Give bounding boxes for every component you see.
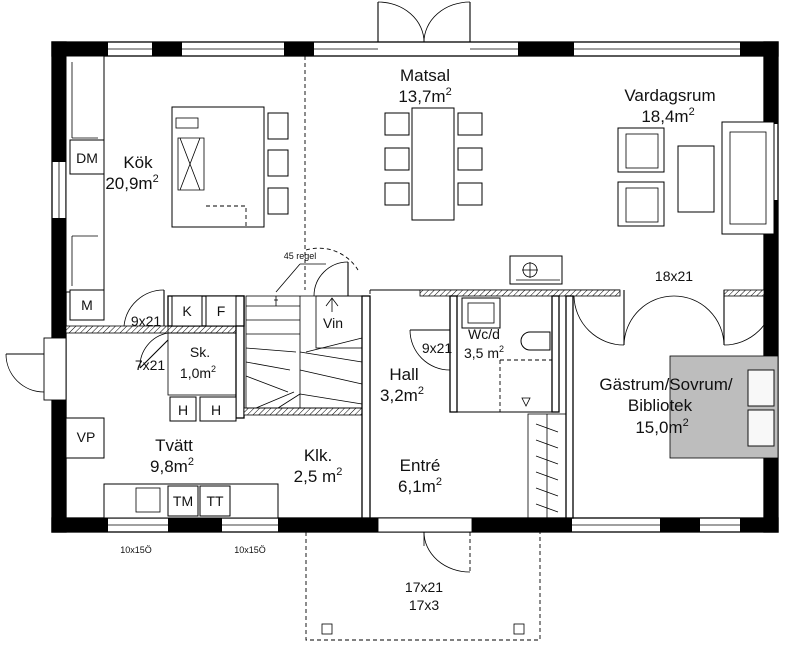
room-area-entre: 6,1m2 [398, 476, 442, 496]
room-area-sk: 1,0m2 [180, 364, 216, 381]
label-h2: H [211, 402, 221, 418]
room-name-entre: Entré [400, 456, 441, 475]
label-vin: Vin [323, 315, 343, 331]
room-area-wc: 3,5 m2 [464, 344, 504, 361]
laundry-counter [65, 417, 279, 519]
room-area-kok: 20,9m2 [105, 173, 158, 193]
room-name-matsal: Matsal [400, 66, 450, 85]
french-door-top [377, 1, 471, 43]
door-7x21 [139, 332, 169, 369]
room-name-wc: Wc/d [468, 326, 500, 342]
room-name-klk: Klk. [304, 446, 332, 465]
door-size-entrance: 17x21 [405, 579, 443, 595]
room-area-hall: 3,2m2 [380, 385, 424, 405]
label-dm: DM [76, 150, 98, 166]
living-furniture [509, 121, 775, 285]
room-name-gastrum: Gästrum/Sovrum/ [599, 375, 732, 394]
kitchen-counters [65, 55, 289, 321]
door-size-skafferi: 7x21 [135, 357, 166, 373]
annotation-window-1: 10x15Ö [120, 545, 152, 555]
room-name-bibliotek: Bibliotek [628, 396, 693, 415]
room-area-gastrum: 15,0m2 [635, 417, 688, 437]
left-exterior-door [5, 337, 67, 401]
double-door-18x21 [573, 290, 775, 346]
staircase [245, 263, 363, 409]
annotation-regel: 45 regel [284, 251, 317, 261]
bed [669, 355, 779, 459]
door-9x21-kitchen [123, 289, 165, 327]
label-tm: TM [173, 493, 193, 509]
room-area-vardagsrum: 18,4m2 [641, 106, 694, 126]
door-size-kitchen: 9x21 [131, 313, 162, 329]
wine-closet [305, 247, 363, 349]
entrance [305, 517, 541, 641]
label-h1: H [178, 402, 188, 418]
room-area-klk: 2,5 m2 [294, 466, 343, 486]
pantry-units [167, 295, 237, 422]
room-name-hall: Hall [389, 365, 418, 384]
room-name-kok: Kök [123, 153, 153, 172]
annotation-window-2: 10x15Ö [234, 545, 266, 555]
room-name-vardagsrum: Vardagsrum [624, 86, 715, 105]
room-name-sk: Sk. [190, 344, 210, 360]
door-size-wc: 9x21 [422, 340, 453, 356]
porch-size: 17x3 [409, 597, 440, 613]
room-area-matsal: 13,7m2 [398, 86, 451, 106]
door-size-living: 18x21 [655, 268, 693, 284]
dining-set [384, 107, 483, 221]
room-name-tvatt: Tvätt [155, 436, 193, 455]
label-tt: TT [206, 493, 224, 509]
label-f: F [217, 303, 226, 319]
room-area-tvatt: 9,8m2 [150, 456, 194, 476]
wc-fixtures [461, 297, 552, 412]
label-k: K [182, 303, 192, 319]
room-divider-lines [304, 56, 420, 296]
label-vp: VP [77, 429, 96, 445]
label-m: M [81, 297, 93, 313]
door-9x21-wc [409, 329, 451, 371]
wardrobe [527, 413, 567, 519]
